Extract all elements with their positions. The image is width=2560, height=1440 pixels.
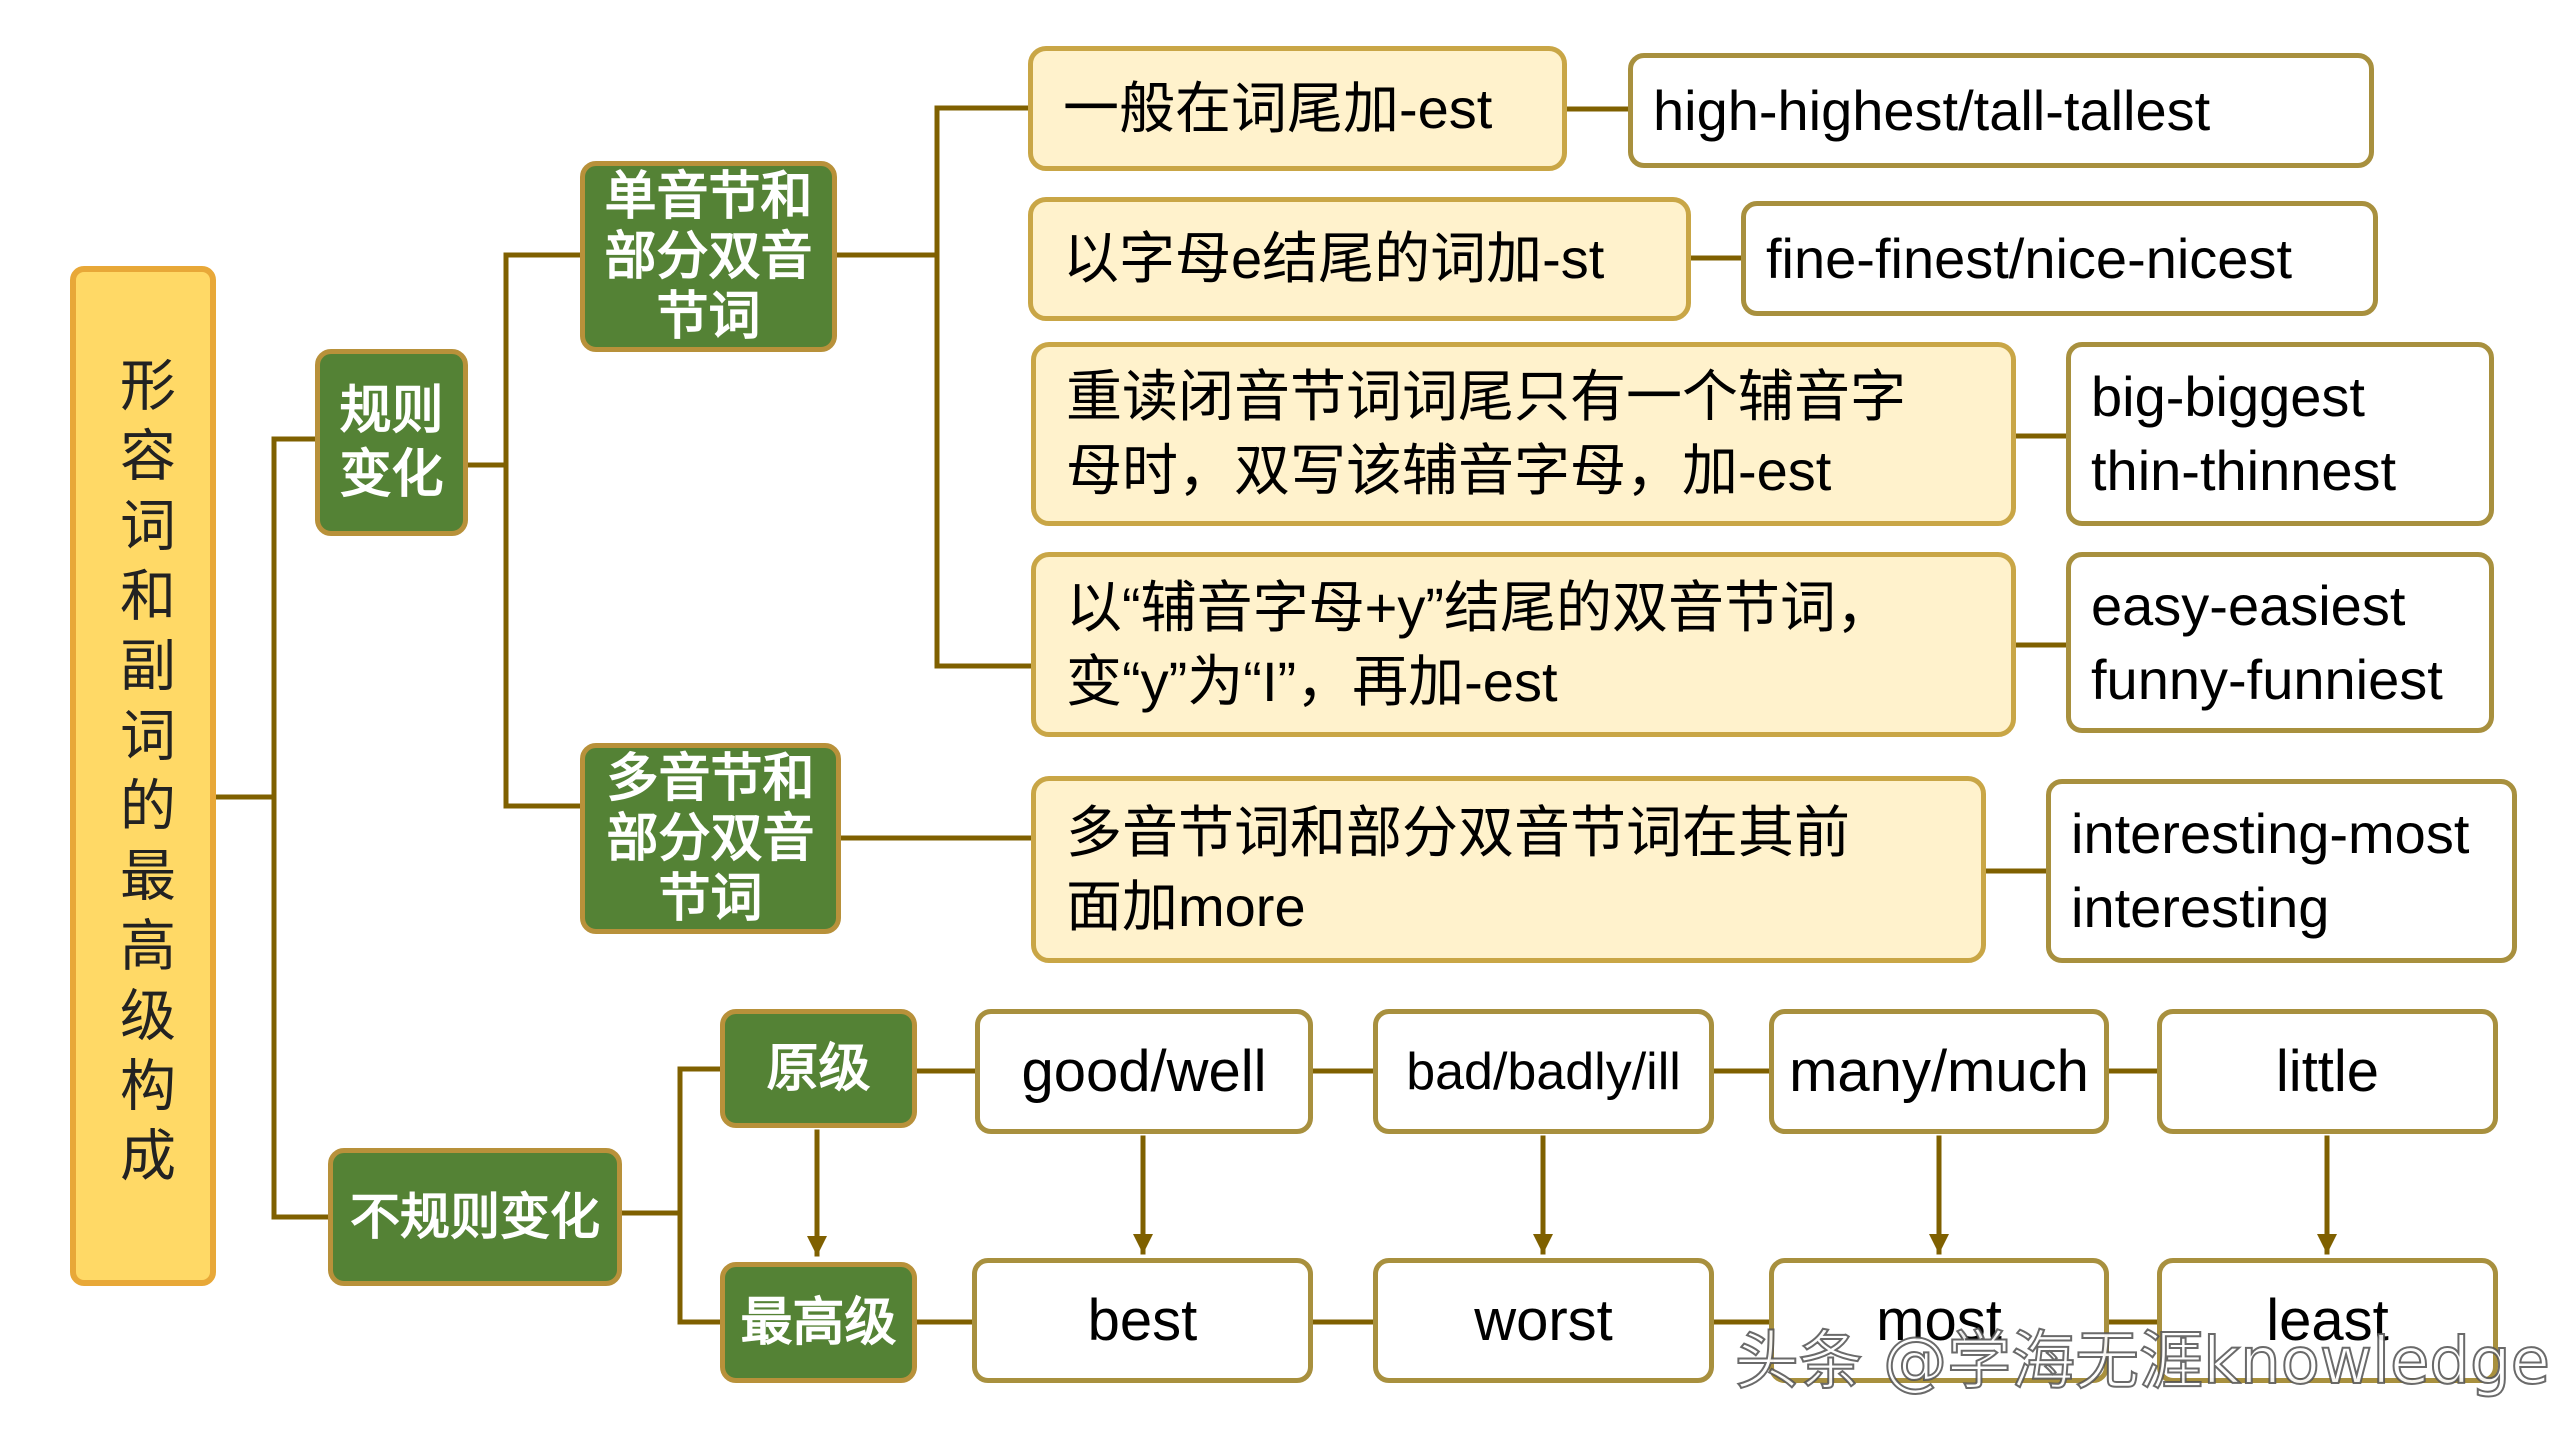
example-text-line: high-highest/tall-tallest xyxy=(1653,78,2211,142)
superlative-word: worst xyxy=(1474,1288,1613,1353)
example-text-line: interesting xyxy=(2071,876,2330,939)
superlative-word-box: most xyxy=(1769,1258,2109,1383)
example-text-line: thin-thinnest xyxy=(2091,439,2397,502)
example-text-line: fine-finest/nice-nicest xyxy=(1766,226,2293,290)
positive-word: good/well xyxy=(1021,1039,1267,1104)
regular-change-node: 规则 变化 xyxy=(315,349,468,536)
rule-box-1: 一般在词尾加-est xyxy=(1028,46,1567,171)
superlative-degree-node: 最高级 xyxy=(720,1262,917,1383)
rule-text-line: 面加more xyxy=(1066,874,1306,938)
rule-box-3: 重读闭音节词词尾只有一个辅音字 母时，双写该辅音字母，加-est xyxy=(1031,342,2016,526)
superlative-word-box: worst xyxy=(1373,1258,1714,1383)
example-text-line: interesting-most xyxy=(2071,802,2470,865)
example-box-1: high-highest/tall-tallest xyxy=(1628,53,2374,168)
example-box-5: interesting-most interesting xyxy=(2046,779,2517,963)
regular-change-label-line: 规则 xyxy=(339,380,444,441)
positive-degree-node: 原级 xyxy=(720,1009,917,1128)
superlative-degree-label: 最高级 xyxy=(740,1292,897,1353)
positive-word-box: little xyxy=(2157,1009,2498,1134)
example-box-3: big-biggest thin-thinnest xyxy=(2066,342,2494,526)
polysyllabic-node: 多音节和 部分双音 节词 xyxy=(580,743,841,934)
example-text-line: easy-easiest xyxy=(2091,573,2406,637)
polysyllabic-label-line: 部分双音 xyxy=(606,808,815,869)
polysyllabic-label-line: 节词 xyxy=(658,868,763,929)
irregular-change-label: 不规则变化 xyxy=(350,1188,600,1246)
monosyllabic-label-line: 节词 xyxy=(656,286,761,347)
example-text-line: big-biggest xyxy=(2091,365,2365,428)
polysyllabic-label-line: 多音节和 xyxy=(606,748,815,809)
rule-box-2: 以字母e结尾的词加-st xyxy=(1028,197,1691,321)
rule-text-line: 多音节词和部分双音节词在其前 xyxy=(1066,800,1850,864)
root-topic: 形容词和副词的最高级构成 xyxy=(70,266,216,1286)
example-box-2: fine-finest/nice-nicest xyxy=(1741,201,2378,316)
superlative-word-box: least xyxy=(2157,1258,2498,1383)
positive-word-box: bad/badly/ill xyxy=(1373,1009,1714,1134)
root-topic-label: 形容词和副词的最高级构成 xyxy=(110,356,176,1196)
positive-word: bad/badly/ill xyxy=(1406,1042,1681,1101)
rule-text-line: 以“辅音字母+y”结尾的双音节词， xyxy=(1066,575,1892,639)
rule-text-line: 以字母e结尾的词加-st xyxy=(1063,227,1605,290)
monosyllabic-label-line: 部分双音 xyxy=(604,226,813,287)
example-box-4: easy-easiest funny-funniest xyxy=(2066,552,2494,733)
monosyllabic-label-line: 单音节和 xyxy=(604,166,813,227)
rule-text-line: 变“y”为“I”，再加-est xyxy=(1066,649,1558,713)
monosyllabic-node: 单音节和 部分双音 节词 xyxy=(580,161,837,352)
rule-text-line: 重读闭音节词词尾只有一个辅音字 xyxy=(1066,365,1906,428)
irregular-change-node: 不规则变化 xyxy=(328,1148,622,1286)
regular-change-label-line: 变化 xyxy=(339,444,444,505)
positive-word-box: many/much xyxy=(1769,1009,2109,1134)
positive-word: many/much xyxy=(1789,1039,2089,1104)
superlative-word-box: best xyxy=(972,1258,1313,1383)
positive-degree-label: 原级 xyxy=(766,1038,871,1099)
superlative-word: most xyxy=(1876,1288,2002,1353)
rule-text-line: 母时，双写该辅音字母，加-est xyxy=(1066,439,1832,502)
rule-box-5: 多音节词和部分双音节词在其前 面加more xyxy=(1031,776,1986,963)
watermark-text: 头条 @学海无涯knowledge xyxy=(1734,1324,2551,1400)
example-text-line: funny-funniest xyxy=(2091,647,2443,711)
rule-text-line: 一般在词尾加-est xyxy=(1063,76,1493,140)
superlative-word: least xyxy=(2266,1288,2389,1353)
positive-word-box: good/well xyxy=(975,1009,1313,1134)
positive-word: little xyxy=(2275,1039,2380,1104)
superlative-word: best xyxy=(1087,1288,1198,1353)
rule-box-4: 以“辅音字母+y”结尾的双音节词， 变“y”为“I”，再加-est xyxy=(1031,552,2016,737)
